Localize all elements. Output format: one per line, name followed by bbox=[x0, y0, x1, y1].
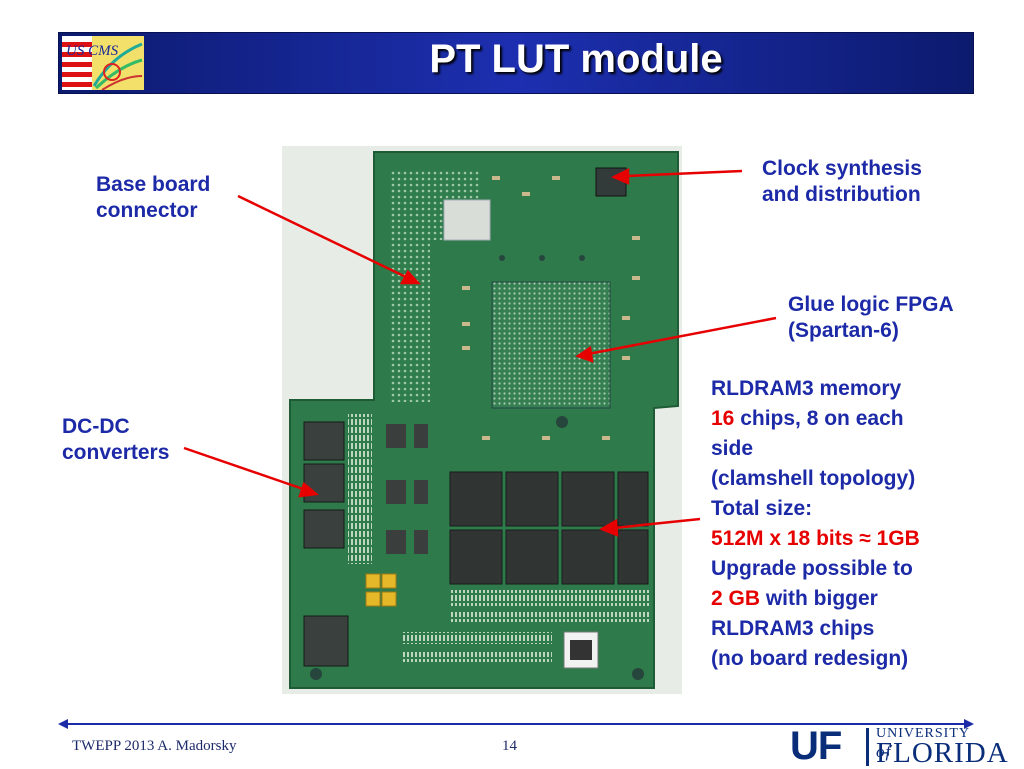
memory-line2: 16 chips, 8 on each bbox=[711, 404, 920, 434]
memory-line8-rest: with bigger bbox=[760, 587, 878, 610]
memory-total-size: 512M x 18 bits ≈ 1GB bbox=[711, 527, 920, 550]
uf-logo-mark: UF bbox=[790, 724, 842, 768]
label-clock-line1: Clock synthesis bbox=[762, 157, 922, 180]
memory-line7: Upgrade possible to bbox=[711, 557, 913, 580]
uf-logo-florida: FLORIDA bbox=[876, 737, 1009, 769]
label-dcdc-line2: converters bbox=[62, 441, 170, 464]
memory-line4: (clamshell topology) bbox=[711, 467, 916, 490]
uf-logo-divider bbox=[866, 728, 869, 766]
label-clock-synthesis: Clock synthesis and distribution bbox=[762, 156, 922, 208]
us-cms-logo: US CMS bbox=[62, 36, 144, 90]
label-base-board-line2: connector bbox=[96, 199, 198, 222]
label-fpga-line1: Glue logic FPGA bbox=[788, 293, 954, 316]
memory-chip-count: 16 bbox=[711, 407, 735, 430]
label-glue-logic-fpga: Glue logic FPGA (Spartan-6) bbox=[788, 292, 954, 344]
us-cms-logo-text: US CMS bbox=[66, 43, 119, 59]
pcb-photo bbox=[282, 146, 682, 694]
memory-line2-rest: chips, 8 on each bbox=[734, 407, 904, 430]
label-base-board-line1: Base board bbox=[96, 173, 211, 196]
label-fpga-line2: (Spartan-6) bbox=[788, 319, 899, 342]
memory-upgrade-size: 2 GB bbox=[711, 587, 761, 610]
slide-title: PT LUT module bbox=[429, 37, 723, 81]
memory-line9: RLDRAM3 chips bbox=[711, 617, 875, 640]
memory-line8: 2 GB with bigger bbox=[711, 584, 920, 614]
footer-divider bbox=[58, 719, 974, 729]
title-bar: US CMS PT LUT module bbox=[58, 32, 974, 94]
uf-logo-university: UNIVERSITY of bbox=[876, 726, 980, 762]
label-dcdc-line1: DC-DC bbox=[62, 415, 130, 438]
label-rldram3-memory: RLDRAM3 memory 16 chips, 8 on each side … bbox=[711, 374, 920, 674]
footer-author: TWEPP 2013 A. Madorsky bbox=[72, 738, 237, 754]
label-dcdc-converters: DC-DC converters bbox=[62, 414, 169, 466]
label-clock-line2: and distribution bbox=[762, 183, 921, 206]
uf-of-word: of bbox=[876, 742, 892, 761]
memory-line1: RLDRAM3 memory bbox=[711, 377, 902, 400]
uf-university-word: UNIVERSITY bbox=[876, 726, 970, 741]
memory-line5: Total size: bbox=[711, 497, 813, 520]
memory-line3: side bbox=[711, 437, 754, 460]
memory-line10: (no board redesign) bbox=[711, 647, 909, 670]
university-of-florida-logo: UF UNIVERSITY of FLORIDA bbox=[790, 724, 1008, 768]
label-base-board-connector: Base board connector bbox=[96, 172, 210, 224]
footer-page-number: 14 bbox=[502, 738, 517, 754]
